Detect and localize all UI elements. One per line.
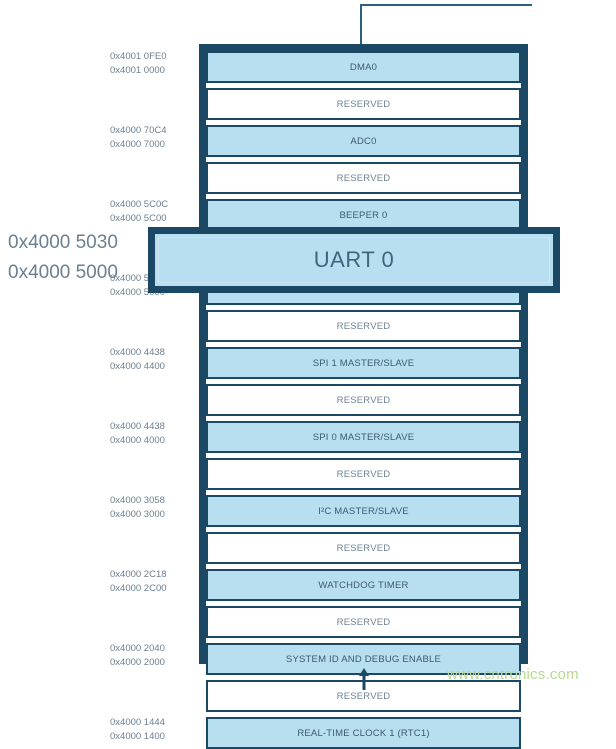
row-label: RESERVED <box>336 320 391 332</box>
address-label-pair: 0x4000 3058 0x4000 3000 <box>110 494 165 522</box>
address-low: 0x4000 3000 <box>110 509 165 520</box>
top-connector-line <box>360 4 532 48</box>
reserved-row: RESERVED <box>206 88 521 120</box>
row-label: DMA0 <box>349 61 378 73</box>
callout-address-low: 0x4000 5000 <box>8 262 118 283</box>
callout-address-labels: 0x4000 5030 0x4000 5000 <box>8 228 144 288</box>
reserved-row: RESERVED <box>206 162 521 194</box>
address-label-pair: 0x4000 5C0C 0x4000 5C00 <box>110 198 168 226</box>
reserved-row: RESERVED <box>206 384 521 416</box>
row-label: RESERVED <box>336 542 391 554</box>
memory-block-row: REAL-TIME CLOCK 1 (RTC1) <box>206 717 521 749</box>
memory-block-row: ADC0 <box>206 125 521 157</box>
address-label-pair: 0x4000 4438 0x4000 4000 <box>110 420 165 448</box>
address-high: 0x4001 0FE0 <box>110 51 167 62</box>
reserved-row: RESERVED <box>206 458 521 490</box>
uart0-callout-box: UART 0 <box>148 227 560 293</box>
row-label: SPI 0 MASTER/SLAVE <box>312 431 415 443</box>
address-high: 0x4000 70C4 <box>110 125 167 136</box>
watermark: www.cntronics.com <box>447 666 579 683</box>
memory-block-row: BEEPER 0 <box>206 199 521 231</box>
address-label-pair: 0x4000 70C4 0x4000 7000 <box>110 124 167 152</box>
address-high: 0x4000 1444 <box>110 717 165 728</box>
row-label: RESERVED <box>336 616 391 628</box>
row-label: RESERVED <box>336 468 391 480</box>
row-label: RESERVED <box>336 98 391 110</box>
row-label: REAL-TIME CLOCK 1 (RTC1) <box>297 727 430 739</box>
row-label: RESERVED <box>336 690 391 702</box>
row-label: ADC0 <box>350 135 377 147</box>
address-high: 0x4000 5030 <box>110 273 165 284</box>
reserved-row: RESERVED <box>206 310 521 342</box>
row-label: BEEPER 0 <box>339 209 388 221</box>
memory-block-row: I²C MASTER/SLAVE <box>206 495 521 527</box>
address-low: 0x4000 1400 <box>110 731 165 742</box>
address-label-pair: 0x4000 1444 0x4000 1400 <box>110 716 165 744</box>
address-high: 0x4000 2040 <box>110 643 165 654</box>
row-label: RESERVED <box>336 394 391 406</box>
address-high: 0x4000 5C0C <box>110 199 169 210</box>
callout-label: UART 0 <box>313 247 395 272</box>
address-high: 0x4000 2C18 <box>110 569 167 580</box>
address-low: 0x4000 7000 <box>110 139 165 150</box>
address-low: 0x4000 5000 <box>110 287 165 298</box>
row-label: SPI 1 MASTER/SLAVE <box>312 357 415 369</box>
address-low: 0x4000 4000 <box>110 435 165 446</box>
address-high: 0x4000 4438 <box>110 347 165 358</box>
reserved-row: RESERVED <box>206 606 521 638</box>
address-label-pair: 0x4001 0FE0 0x4001 0000 <box>110 50 167 78</box>
callout-address-high: 0x4000 5030 <box>8 232 118 253</box>
memory-block-row: DMA0 <box>206 51 521 83</box>
address-low: 0x4000 5C00 <box>110 213 167 224</box>
row-label: WATCHDOG TIMER <box>318 579 409 591</box>
reserved-row: RESERVED <box>206 532 521 564</box>
address-label-pair: 0x4000 5030 0x4000 5000 <box>110 272 165 300</box>
address-low: 0x4000 2000 <box>110 657 165 668</box>
address-label-pair: 0x4000 2C18 0x4000 2C00 <box>110 568 167 596</box>
address-low: 0x4001 0000 <box>110 65 165 76</box>
memory-block-row: SPI 1 MASTER/SLAVE <box>206 347 521 379</box>
address-label-pair: 0x4000 4438 0x4000 4400 <box>110 346 165 374</box>
address-low: 0x4000 2C00 <box>110 583 167 594</box>
memory-block-row: SPI 0 MASTER/SLAVE <box>206 421 521 453</box>
address-high: 0x4000 3058 <box>110 495 165 506</box>
row-label: SYSTEM ID AND DEBUG ENABLE <box>285 653 442 665</box>
row-label: RESERVED <box>336 172 391 184</box>
memory-block-row: WATCHDOG TIMER <box>206 569 521 601</box>
row-label: I²C MASTER/SLAVE <box>318 505 409 517</box>
address-high: 0x4000 4438 <box>110 421 165 432</box>
bottom-arrow-icon <box>358 668 370 690</box>
address-low: 0x4000 4400 <box>110 361 165 372</box>
address-label-pair: 0x4000 2040 0x4000 2000 <box>110 642 165 670</box>
